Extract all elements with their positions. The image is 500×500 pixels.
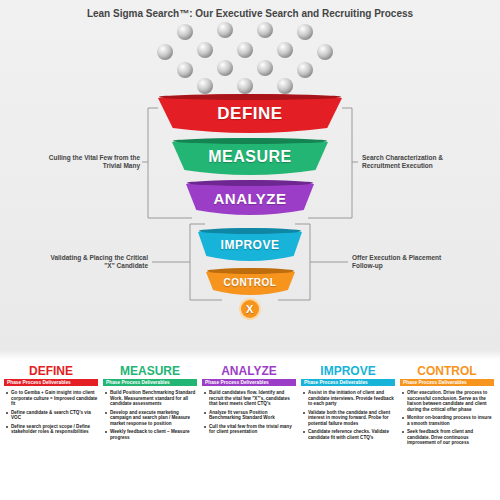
band-label: DEFINE [217,104,282,124]
bullet-dot [303,412,305,414]
bullet-item: Go to Gemba + Gain insight into client c… [4,390,98,407]
ball [177,62,193,78]
band-label: MEASURE [208,148,292,166]
deliverables-bar: Phase Process Deliverables [4,379,98,386]
side-label: Validating & Placing the Critical "X" Ca… [40,254,148,270]
phase-column: DEFINEPhase Process Deliverables Go to Ge… [4,364,98,438]
bullet-dot [105,392,107,394]
funnel-band: DEFINE [158,94,342,134]
side-label: Offer Execution & Placement Follow-up [352,254,462,270]
phase-column: ANALYZEPhase Process DeliverablesBuild c… [202,364,296,438]
leader-line [152,262,190,263]
funnel-band: ANALYZE [186,180,314,216]
bullet-item: Weekly feedback to client – Measure prog… [103,429,197,440]
ball [217,60,233,76]
funnel-band: MEASURE [172,138,328,176]
bullet-item: Seek feedback from client and candidate.… [400,429,494,446]
ball [257,22,273,38]
ball [317,44,333,60]
phase-heading: ANALYZE [202,364,296,378]
band-label: CONTROL [224,277,277,288]
funnel-band: IMPROVE [198,228,302,262]
deliverables-bar: Phase Process Deliverables [103,379,197,386]
deliverable: Assist in the initiation of client and c… [308,390,395,407]
deliverable: Build candidates flow. Identify and recr… [209,390,296,407]
leader-line [352,162,358,163]
bullet-dot [105,412,107,414]
phase-column: IMPROVEPhase Process DeliverablesAssist … [301,364,395,443]
ball [237,42,253,58]
funnel-band: CONTROL [206,268,295,296]
deliverable: Develop and execute marketing campaign a… [110,410,197,427]
phase-column: CONTROLPhase Process DeliverablesOffer e… [400,364,494,449]
band-label: IMPROVE [221,238,280,252]
deliverable: Candidate reference checks. Validate can… [308,429,395,440]
bullet-item: Offer execution. Drive the process to su… [400,390,494,412]
bullet-dot [303,431,305,433]
phase-heading: MEASURE [103,364,197,378]
bullet-dot [6,392,8,394]
bullet-dot [6,426,8,428]
bullet-item: Define candidate & search CTQ's via VOC [4,410,98,421]
deliverable: Go to Gemba + Gain insight into client c… [11,390,98,407]
deliverable: Build Position Benchmarking Standard Wor… [110,390,197,407]
deliverable: Define search project scope / Define sta… [11,424,98,435]
bullet-dot [303,392,305,394]
bullet-dot [402,392,404,394]
bullet-item: Assist in the initiation of client and c… [301,390,395,407]
deliverables-bar: Phase Process Deliverables [400,379,494,386]
bullet-dot [204,426,206,428]
ball [277,42,293,58]
bullet-dot [6,412,8,414]
deliverables-bar: Phase Process Deliverables [202,379,296,386]
phase-heading: IMPROVE [301,364,395,378]
deliverable: Monitor on-boarding process to insure a … [407,415,494,426]
bullet-item: Cull the vital few from the trivial many… [202,424,296,435]
phase-heading: CONTROL [400,364,494,378]
bullet-dot [402,417,404,419]
ball [157,44,173,60]
side-label: Search Characterization & Recruitment Ex… [362,154,462,170]
x-circle: X [241,300,259,318]
bullet-dot [402,431,404,433]
ball [197,42,213,58]
phase-heading: DEFINE [4,364,98,378]
title: Lean Sigma Search™: Our Executive Search… [0,8,500,19]
bullet-item: Candidate reference checks. Validate can… [301,429,395,440]
bullet-item: Build candidates flow. Identify and recr… [202,390,296,407]
deliverables-bar: Phase Process Deliverables [301,379,395,386]
deliverable: Seek feedback from client and candidate.… [407,429,494,446]
band-label: ANALYZE [214,190,287,207]
bullet-dot [204,412,206,414]
bullet-item: Develop and execute marketing campaign a… [103,410,197,427]
bullet-dot [204,392,206,394]
ball [257,60,273,76]
bullet-item: Validate both the candidate and client i… [301,410,395,427]
deliverable: Offer execution. Drive the process to su… [407,390,494,412]
phase-column: MEASUREPhase Process DeliverablesBuild P… [103,364,197,443]
ball [297,24,313,40]
deliverable: Validate both the candidate and client i… [308,410,395,427]
x-label: X [246,303,254,315]
deliverable: Weekly feedback to client – Measure prog… [110,429,197,440]
deliverable: Define candidate & search CTQ's via VOC [11,410,98,421]
bullet-item: Analyze fit versus Position Benchmarking… [202,410,296,421]
ball [197,78,213,94]
deliverable: Analyze fit versus Position Benchmarking… [209,410,296,421]
leader-line [142,162,148,163]
side-label: Culling the Vital Few from the Trivial M… [40,154,140,170]
ball [297,62,313,78]
bullet-item: Monitor on-boarding process to insure a … [400,415,494,426]
ball [237,78,253,94]
bullet-dot [105,431,107,433]
bullet-item: Build Position Benchmarking Standard Wor… [103,390,197,407]
leader-line [310,262,348,263]
ball [217,22,233,38]
ball [177,24,193,40]
deliverable: Cull the vital few from the trivial many… [209,424,296,435]
ball [277,78,293,94]
bullet-item: Define search project scope / Define sta… [4,424,98,435]
